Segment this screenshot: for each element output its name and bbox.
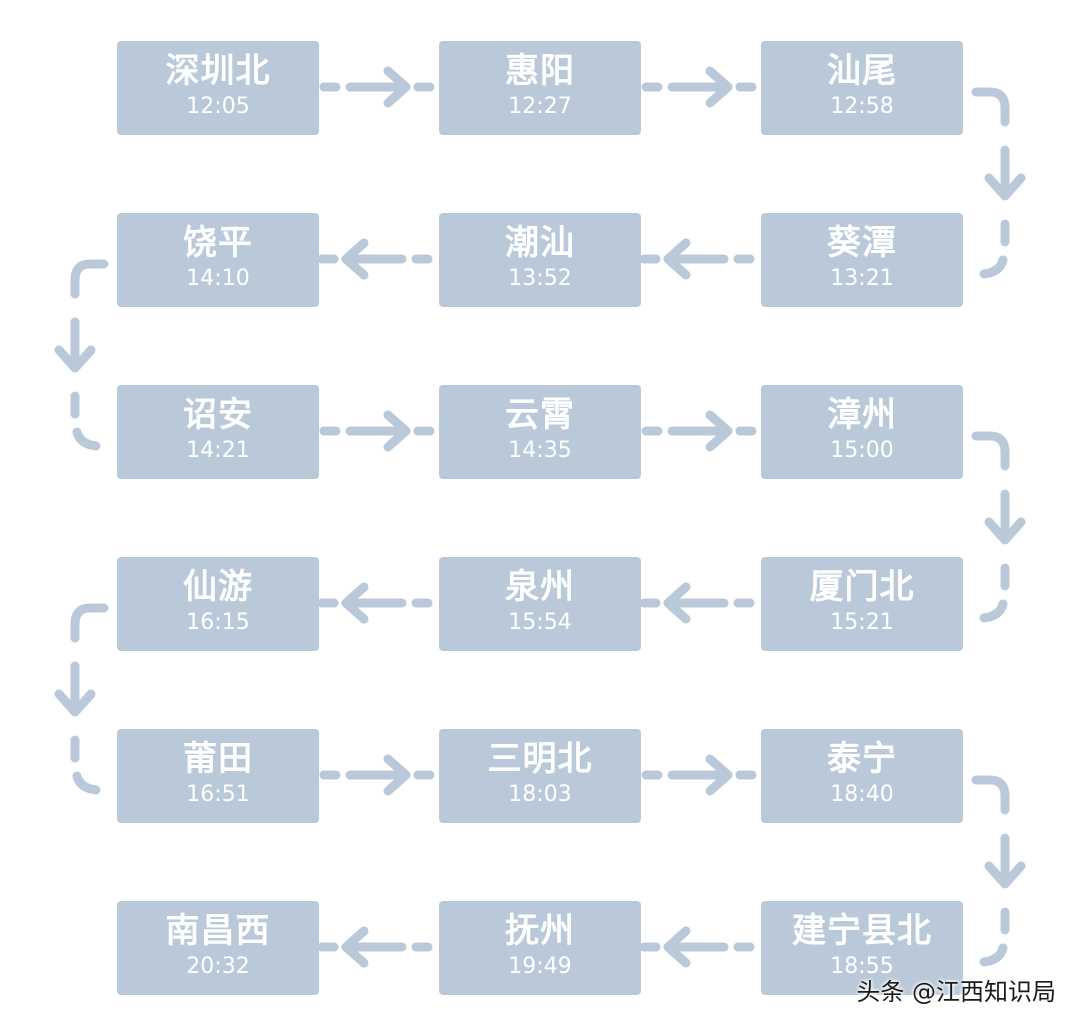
station-time: 18:40 [830, 782, 894, 807]
station-time: 19:49 [508, 954, 572, 979]
station-box: 葵潭 13:21 [761, 213, 963, 307]
station-name: 汕尾 [827, 51, 897, 91]
arrow-right-icon [646, 415, 752, 447]
station-box: 漳州 15:00 [761, 385, 963, 479]
station-name: 云霄 [505, 395, 575, 435]
station-name: 三明北 [487, 739, 593, 779]
station-name: 泰宁 [827, 739, 897, 779]
station-time: 18:55 [830, 954, 894, 979]
station-box: 三明北 18:03 [439, 729, 641, 823]
station-name: 厦门北 [809, 567, 915, 607]
arrow-right-icon [324, 759, 430, 791]
turn-down-right-icon [976, 92, 1021, 274]
station-box: 饶平 14:10 [117, 213, 319, 307]
station-box: 抚州 19:49 [439, 901, 641, 995]
station-time: 14:10 [186, 266, 250, 291]
station-name: 漳州 [827, 395, 897, 435]
station-box: 建宁县北 18:55 [761, 901, 963, 995]
station-box: 莆田 16:51 [117, 729, 319, 823]
watermark: 头条 @江西知识局 [856, 978, 1056, 1006]
station-time: 12:05 [186, 94, 250, 119]
station-name: 葵潭 [827, 223, 897, 263]
station-time: 15:21 [830, 610, 894, 635]
station-name: 深圳北 [165, 51, 271, 91]
station-time: 12:27 [508, 94, 572, 119]
station-box: 泰宁 18:40 [761, 729, 963, 823]
arrow-left-icon [644, 587, 750, 619]
arrow-right-icon [646, 759, 752, 791]
station-name: 饶平 [183, 223, 253, 263]
station-box: 惠阳 12:27 [439, 41, 641, 135]
arrow-left-icon [644, 931, 750, 963]
station-box: 泉州 15:54 [439, 557, 641, 651]
station-time: 12:58 [830, 94, 894, 119]
arrow-right-icon [646, 71, 752, 103]
station-name: 泉州 [505, 567, 575, 607]
station-name: 潮汕 [505, 223, 575, 263]
station-box: 云霄 14:35 [439, 385, 641, 479]
station-time: 13:52 [508, 266, 572, 291]
station-box: 仙游 16:15 [117, 557, 319, 651]
station-name: 诏安 [183, 395, 253, 435]
station-name: 莆田 [183, 739, 253, 779]
station-time: 20:32 [186, 954, 250, 979]
station-time: 14:35 [508, 438, 572, 463]
station-name: 抚州 [505, 911, 575, 951]
station-name: 南昌西 [165, 911, 271, 951]
station-box: 汕尾 12:58 [761, 41, 963, 135]
arrow-right-icon [324, 71, 430, 103]
arrow-left-icon [322, 243, 428, 275]
turn-down-right-icon [976, 436, 1021, 618]
station-box: 深圳北 12:05 [117, 41, 319, 135]
station-box: 南昌西 20:32 [117, 901, 319, 995]
arrow-left-icon [322, 931, 428, 963]
station-time: 13:21 [830, 266, 894, 291]
station-time: 16:15 [186, 610, 250, 635]
station-name: 仙游 [183, 567, 253, 607]
station-time: 16:51 [186, 782, 250, 807]
arrow-left-icon [322, 587, 428, 619]
turn-down-right-icon [976, 780, 1021, 962]
turn-down-left-icon [59, 608, 104, 790]
station-time: 15:00 [830, 438, 894, 463]
station-box: 厦门北 15:21 [761, 557, 963, 651]
arrow-right-icon [324, 415, 430, 447]
station-time: 15:54 [508, 610, 572, 635]
station-name: 惠阳 [505, 51, 575, 91]
station-time: 14:21 [186, 438, 250, 463]
station-name: 建宁县北 [792, 911, 932, 951]
station-time: 18:03 [508, 782, 572, 807]
station-box: 诏安 14:21 [117, 385, 319, 479]
station-box: 潮汕 13:52 [439, 213, 641, 307]
turn-down-left-icon [59, 264, 104, 446]
arrow-left-icon [644, 243, 750, 275]
